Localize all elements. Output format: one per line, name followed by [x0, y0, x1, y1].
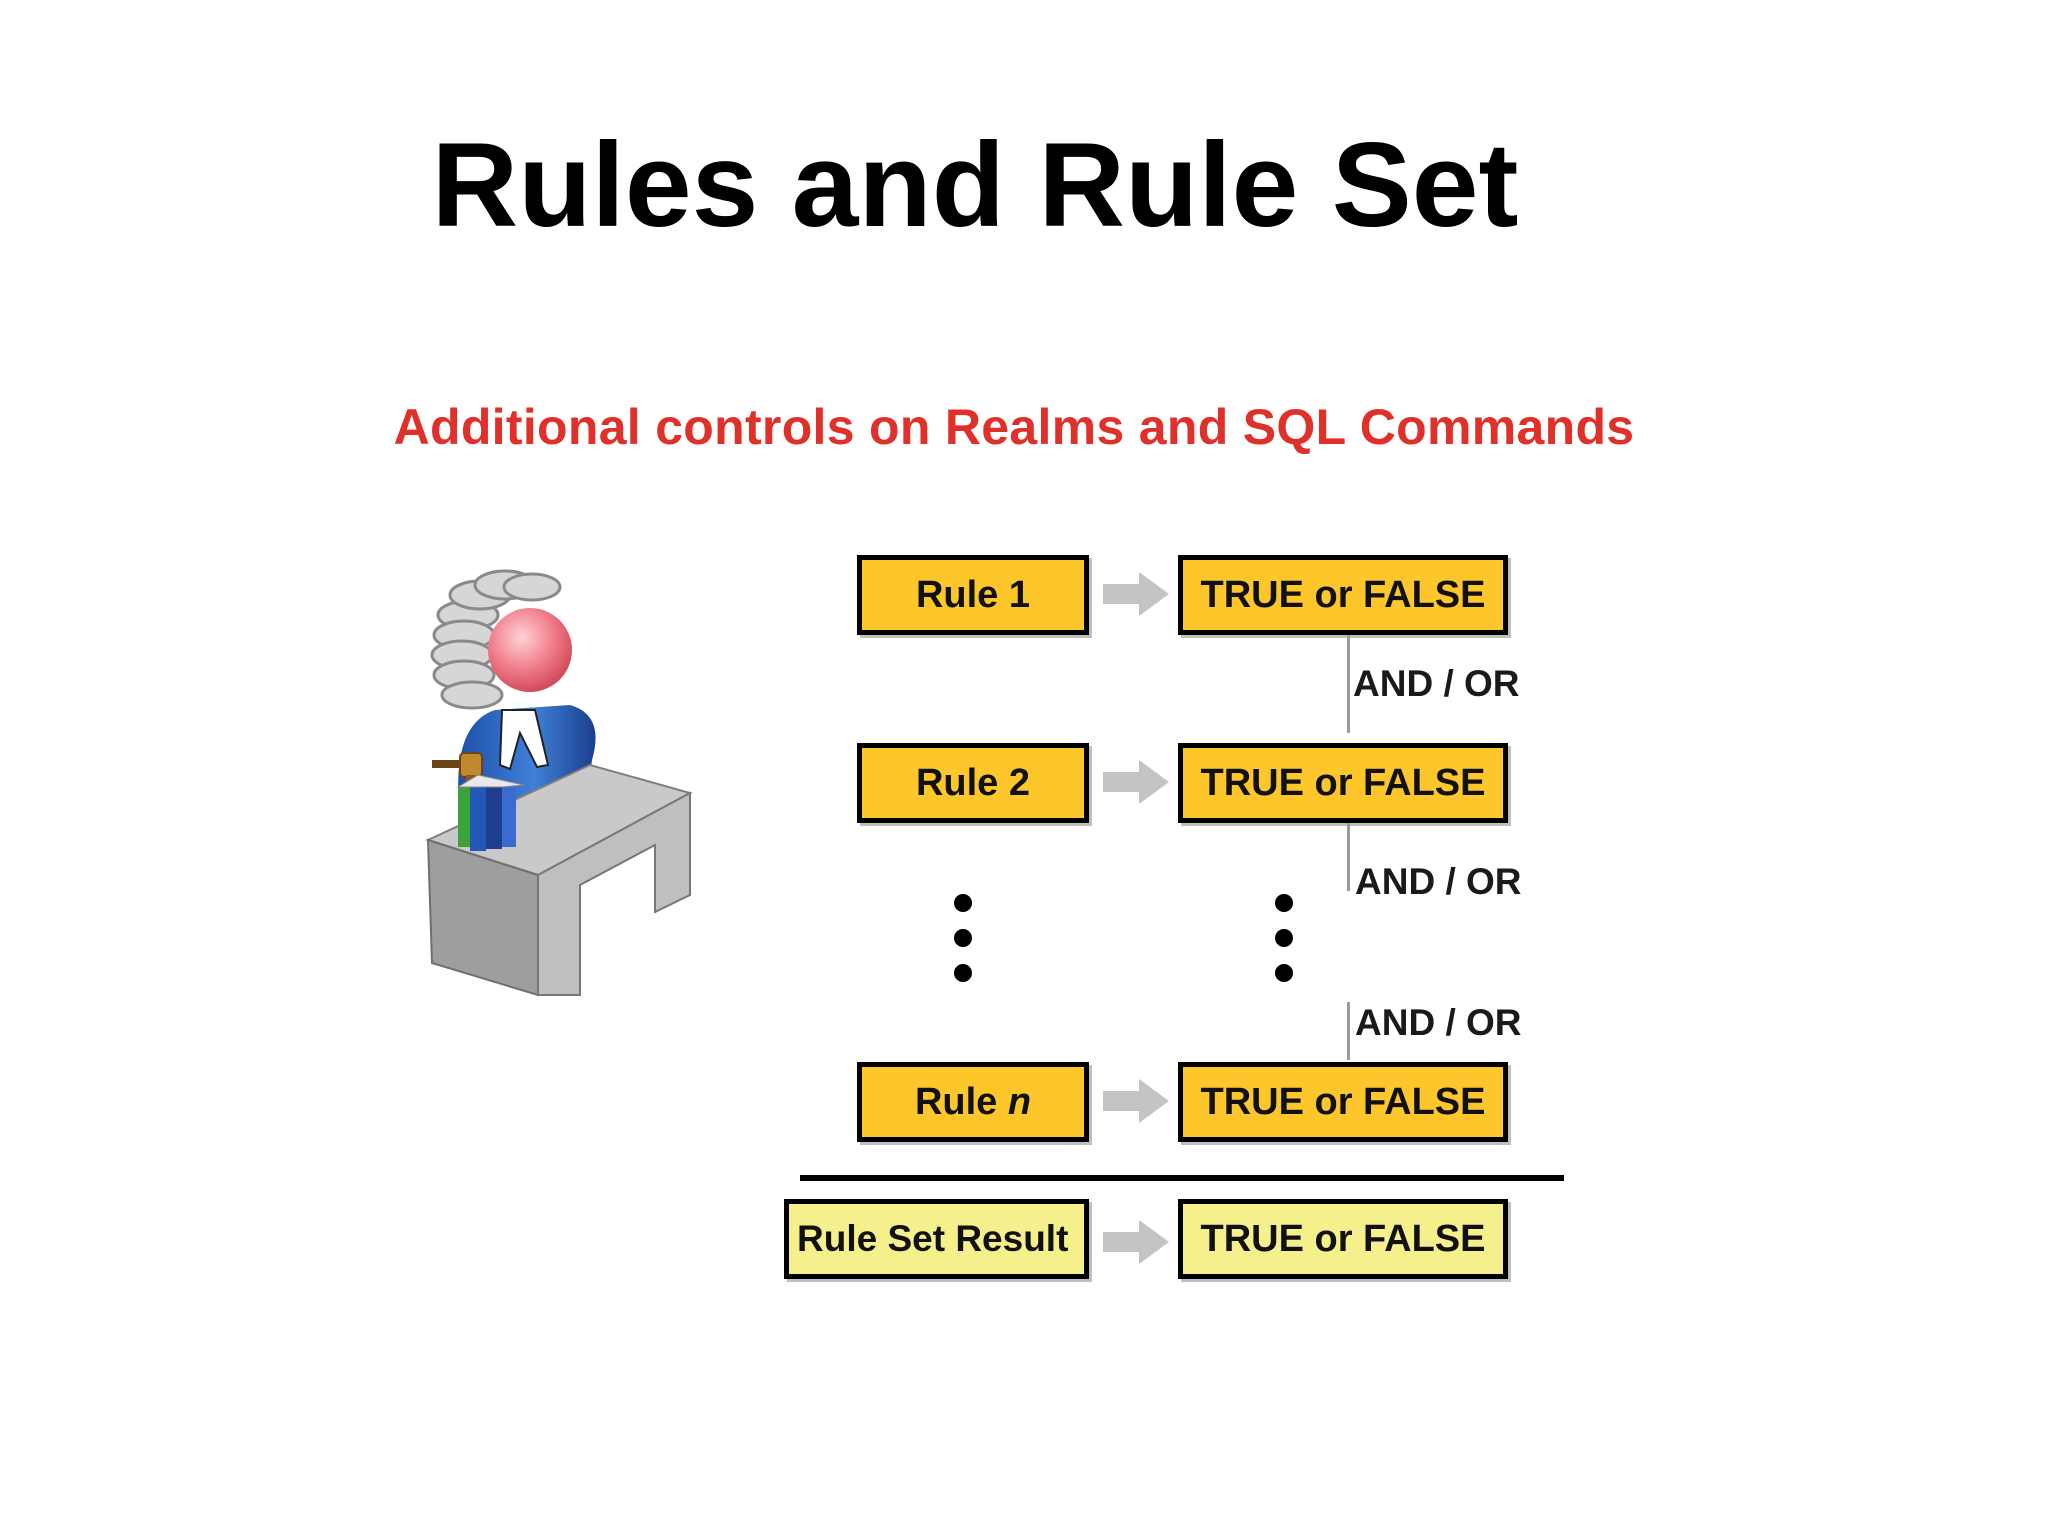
rule-set-result-box: Rule Set Result — [784, 1199, 1089, 1279]
ellipsis-dot — [1275, 894, 1293, 912]
arrow-right-icon — [1103, 572, 1169, 616]
arrow-right-icon — [1103, 1220, 1169, 1264]
rule-1-box: Rule 1 — [857, 555, 1089, 635]
rule-n-result-box: TRUE or FALSE — [1178, 1062, 1508, 1142]
rule-n-box: Rule n — [857, 1062, 1089, 1142]
rule-n-italic: n — [1007, 1080, 1032, 1123]
connector-line — [1347, 1002, 1350, 1060]
rule-2-box: Rule 2 — [857, 743, 1089, 823]
slide-title: Rules and Rule Set — [431, 118, 1519, 252]
arrow-right-icon — [1103, 760, 1169, 804]
operator-label: AND / OR — [1355, 1002, 1522, 1043]
judge-at-desk-icon — [425, 569, 693, 997]
rule-2-result-box: TRUE or FALSE — [1178, 743, 1508, 823]
sum-divider-line — [800, 1175, 1564, 1181]
connector-line — [1347, 635, 1350, 733]
operator-label: AND / OR — [1355, 861, 1522, 902]
arrow-right-icon — [1103, 1079, 1169, 1123]
rule-n-label: Rule — [914, 1080, 1008, 1123]
ellipsis-dot — [954, 964, 972, 982]
connector-line — [1347, 823, 1350, 891]
ellipsis-dot — [1275, 929, 1293, 947]
rule-1-result-box: TRUE or FALSE — [1178, 555, 1508, 635]
operator-label: AND / OR — [1353, 663, 1520, 704]
slide-subtitle: Additional controls on Realms and SQL Co… — [393, 399, 1635, 455]
rule-set-outcome-box: TRUE or FALSE — [1178, 1199, 1508, 1279]
ellipsis-dot — [954, 894, 972, 912]
ellipsis-dot — [954, 929, 972, 947]
ellipsis-dot — [1275, 964, 1293, 982]
